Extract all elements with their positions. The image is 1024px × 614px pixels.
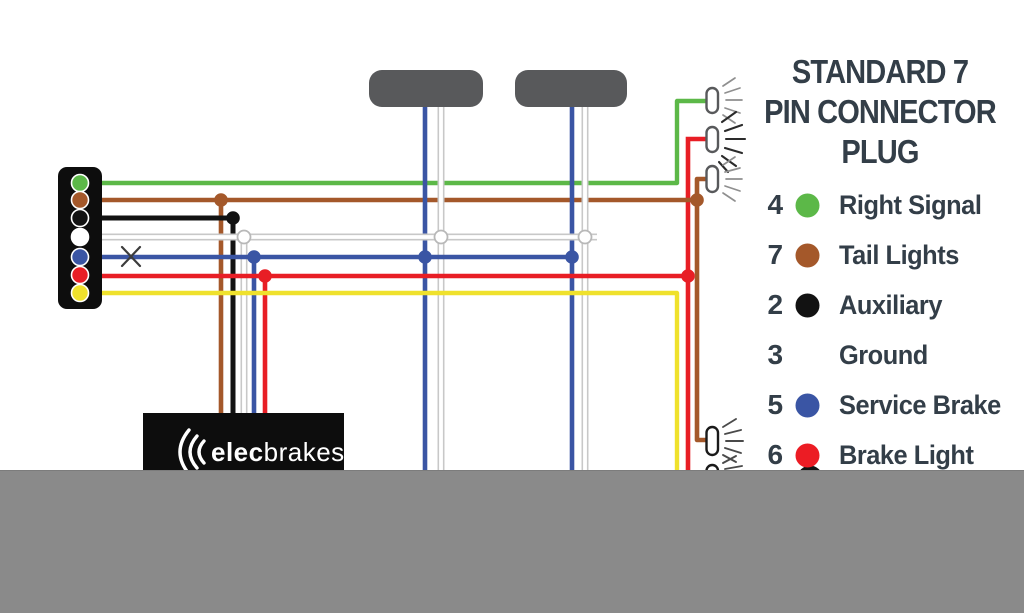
pin-color-swatch: [795, 193, 820, 217]
light-rays-icon: [722, 156, 743, 202]
junction-dots: [214, 193, 704, 283]
junction-dot: [247, 250, 261, 264]
pin-blue: [70, 247, 90, 267]
legend-row: 4 Right Signal: [762, 180, 1011, 230]
pin-label: Right Signal: [839, 189, 982, 220]
light-rays-icon: [722, 77, 743, 124]
wire-brown-segment: [694, 176, 707, 200]
wire-green: [95, 98, 707, 186]
pin-label: Service Brake: [839, 389, 1001, 420]
elecbrakes-logo: elecbrakes: [169, 427, 345, 477]
pin-legend: 4 Right Signal 7 Tail Lights 2 Auxiliary…: [762, 180, 1011, 480]
light-rays-icon: [722, 455, 743, 470]
light-rays-icon: [722, 418, 744, 463]
legend-row: 3 Ground: [762, 330, 1011, 380]
wire-yellow: [95, 290, 680, 470]
junction-dot: [226, 211, 240, 225]
pin-number: 2: [767, 289, 783, 320]
pin-black: [70, 208, 90, 228]
wire-brown-segment: [95, 197, 707, 443]
wire-red-segment: [685, 136, 707, 470]
pin-color-swatch: [795, 243, 820, 267]
pin-white: [70, 227, 90, 247]
white-junction-ring: [236, 229, 252, 245]
lamp-icon: [705, 125, 720, 154]
wire-green-segment: [95, 98, 707, 186]
legend-row: 2 Auxiliary: [762, 280, 1011, 330]
junction-dot: [258, 269, 272, 283]
pin-color-swatch: [795, 443, 820, 467]
pin-number: 5: [767, 389, 783, 420]
junction-dot: [565, 250, 579, 264]
junction-dot: [214, 193, 228, 207]
logo-bold: elec: [211, 436, 264, 467]
legend-row: 7 Tail Lights: [762, 230, 1011, 280]
magnet-and-drop-wires: [240, 103, 589, 470]
pin-number: 7: [767, 239, 783, 270]
legend-row: 5 Service Brake: [762, 380, 1011, 430]
main-horizontal-wires: [95, 233, 688, 470]
brake-magnets: [369, 70, 627, 107]
pin-number: 4: [767, 189, 783, 220]
junction-dot: [681, 269, 695, 283]
lamp-icon: [705, 164, 720, 194]
title-line: PIN CONNECTOR: [764, 93, 997, 130]
pin-brown: [70, 190, 90, 210]
pin-color-swatch: [795, 393, 820, 417]
wire-black-segment: [95, 215, 236, 413]
pin-green: [70, 173, 90, 193]
page-title: STANDARD 7 PIN CONNECTOR PLUG: [764, 52, 997, 172]
brake-magnet-icon: [515, 70, 627, 107]
elecbrakes-logo-text: elecbrakes: [211, 437, 345, 468]
lamp-icon: [705, 86, 720, 115]
pin-red: [70, 265, 90, 285]
wire-red-right-riser: [685, 136, 707, 470]
pin-yellow: [70, 283, 90, 303]
seven-pin-connector: [58, 167, 102, 309]
pin-color-swatch: [795, 293, 820, 317]
title-line: STANDARD 7: [791, 53, 969, 90]
footer-bar: [0, 470, 1024, 613]
pin-number: 6: [767, 439, 783, 470]
junction-dot: [418, 250, 432, 264]
cut-mark-icon: [120, 245, 142, 268]
logo-regular: brakes: [263, 436, 345, 467]
pin-label: Tail Lights: [839, 239, 959, 270]
pin-label: Auxiliary: [839, 289, 942, 320]
legend-row: 6 Brake Light: [762, 430, 1011, 480]
junction-dot: [690, 193, 704, 207]
pin-color-swatch: [795, 343, 820, 367]
white-junction-ring: [433, 229, 449, 245]
brake-magnet-icon: [369, 70, 483, 107]
white-junction-ring: [577, 229, 593, 245]
pin-number: 3: [767, 339, 783, 370]
pin-label: Brake Light: [839, 439, 974, 470]
wire-black: [95, 215, 236, 413]
title-line: PLUG: [841, 133, 919, 170]
pin-label: Ground: [839, 339, 928, 370]
lamp-icon: [705, 425, 720, 457]
cut-mark-stroke: [120, 245, 142, 268]
trailer-lamps: [705, 77, 747, 492]
